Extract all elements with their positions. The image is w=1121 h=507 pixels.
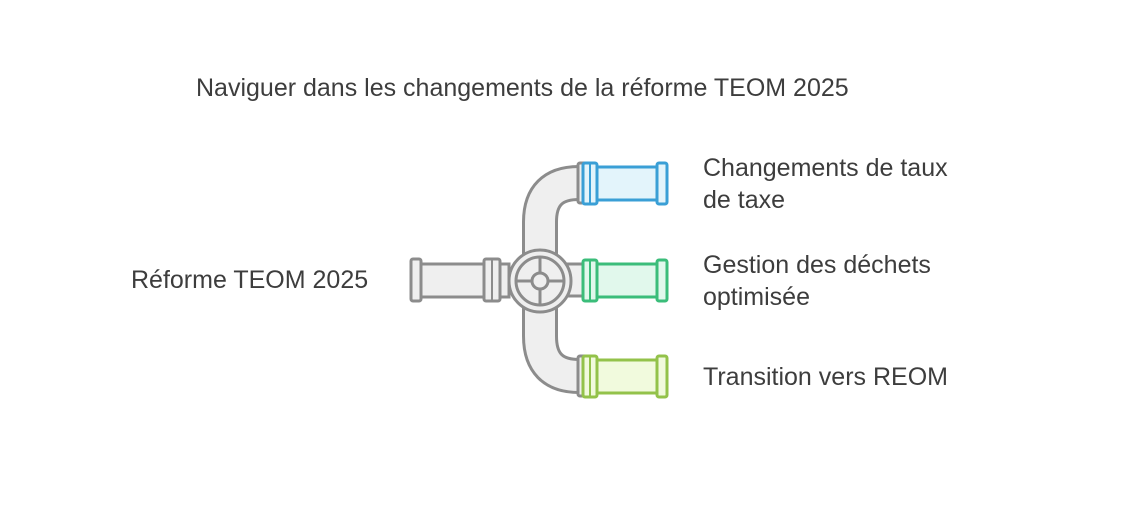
branch-label-line: Gestion des déchets [703,251,931,279]
output-pipes [581,161,669,399]
output-pipe-body [586,165,662,202]
output-pipe-cap [655,354,669,399]
input-pipe-cap [409,257,423,303]
output-pipe-1 [581,161,669,206]
output-pipe-cap [655,161,669,206]
diagram-title: Naviguer dans les changements de la réfo… [196,74,849,102]
output-pipe-3 [581,354,669,399]
output-pipe-2 [581,258,669,303]
output-pipe-cap [655,258,669,303]
branch-label-line: optimisée [703,283,810,311]
source-label: Réforme TEOM 2025 [131,266,369,294]
branch-label-line: Transition vers REOM [703,363,948,391]
branch-label-line: de taxe [703,186,786,214]
output-pipe-body [586,262,662,299]
valve-icon [507,248,573,314]
branch-label-line: Changements de taux [703,154,948,182]
output-pipe-body [586,358,662,395]
